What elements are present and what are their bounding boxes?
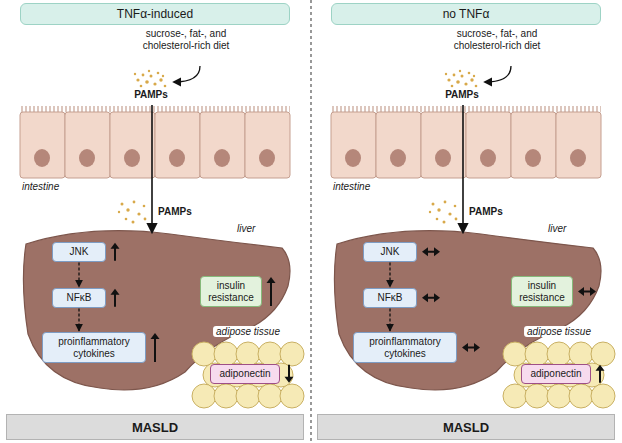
pathway-box: NFκB [363,288,417,308]
left-panel-art [20,66,290,232]
outcome-band: MASLD [317,414,615,440]
fat-cell [547,384,571,408]
pamps-label: PAMPs [158,206,192,218]
adipose-organ: adipose tissue adiponectin [503,326,615,410]
node-text: MASLD [132,420,178,435]
diet-note: sucrose-, fat-, and cholesterol-rich die… [140,28,232,52]
node-text: JNK [368,246,412,258]
hormone-box: adiponectin [210,364,280,384]
indicator-shaft [154,337,156,362]
panel-header: TNFα-induced [20,3,290,25]
node-text: proinflammatory cytokines [358,336,452,359]
effect-box: insulin resistance [511,276,573,307]
pathway-box: proinflammatory cytokines [353,332,457,363]
diet-note: sucrose-, fat-, and cholesterol-rich die… [451,28,543,52]
organ-label: intestine [22,181,59,193]
fat-cell [214,384,238,408]
node-text: no TNFα [443,7,490,21]
node-text: TNFα-induced [117,7,193,21]
liver-outline [23,231,290,390]
fat-cell [503,342,527,366]
indicator-shaft [599,369,601,383]
node-text: JNK [57,246,101,258]
indicator-shaft [270,281,272,306]
effect-box: insulin resistance [200,276,262,307]
pamps-label: PAMPs [469,206,503,218]
organ-label: adipose tissue [213,326,283,337]
pathway-box: JNK [52,242,106,262]
fat-cell [547,342,571,366]
fat-cell [236,384,260,408]
node-text: adiponectin [215,368,275,380]
hormone-box: adiponectin [521,364,591,384]
node-text: insulin resistance [516,280,568,303]
pathway-box: proinflammatory cytokines [42,332,146,363]
node-text: NFκB [368,292,412,304]
panel-header: no TNFα [331,3,601,25]
pamps-label: PAMPs [439,89,485,101]
fat-cell [192,384,216,408]
pathway-box: JNK [363,242,417,262]
fat-cell [258,384,282,408]
node-text: MASLD [443,420,489,435]
fat-cell [258,342,282,366]
fat-cell [214,342,238,366]
indicator-shaft [288,365,290,379]
node-text: NFκB [57,292,101,304]
indicator-shaft [114,247,116,261]
outcome-band: MASLD [6,414,304,440]
fat-cell [591,342,615,366]
fat-cell [569,342,593,366]
panel-divider [310,0,311,443]
fat-cell [280,384,304,408]
fat-cell [236,342,260,366]
organ-label: liver [545,223,569,234]
adipose-organ: adipose tissue adiponectin [192,326,304,410]
organ-label: adipose tissue [524,326,594,337]
right-panel-art [331,66,601,232]
fat-cell [591,384,615,408]
node-text: insulin resistance [205,280,257,303]
fat-cell [525,384,549,408]
pathway-box: NFκB [52,288,106,308]
organ-label: intestine [333,181,370,193]
fat-cell [525,342,549,366]
indicator-shaft [114,293,116,307]
pamps-label: PAMPs [128,89,174,101]
fat-cell [569,384,593,408]
liver-outline [334,231,601,390]
fat-cell [280,342,304,366]
fat-cell [503,384,527,408]
node-text: adiponectin [526,368,586,380]
fat-cell [192,342,216,366]
organ-label: liver [234,223,258,234]
node-text: proinflammatory cytokines [47,336,141,359]
